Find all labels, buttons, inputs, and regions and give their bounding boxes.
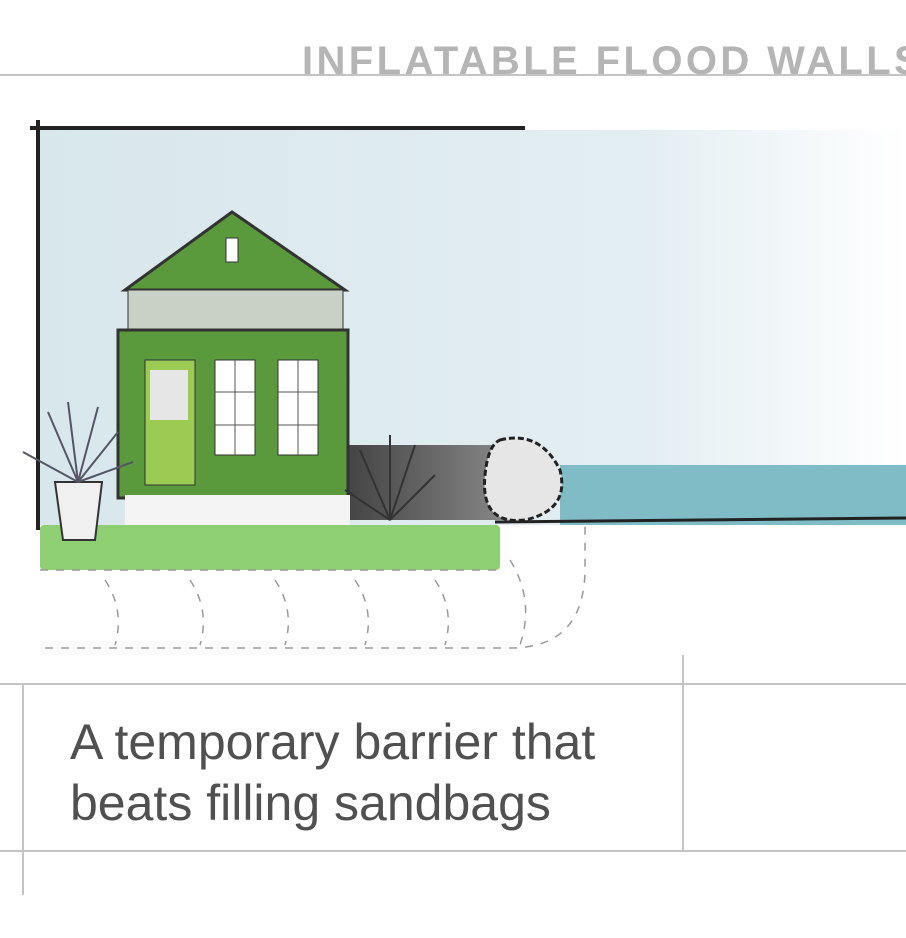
house	[116, 210, 350, 525]
flood-wall-illustration	[22, 120, 906, 649]
caption-line-1: A temporary barrier that	[70, 714, 596, 770]
lawn	[40, 525, 500, 570]
caption-rule-right	[682, 655, 684, 850]
ground-line	[494, 516, 906, 524]
header-rule	[0, 74, 906, 76]
planter	[22, 401, 134, 541]
page-title: INFLATABLE FLOOD WALLS	[302, 39, 906, 83]
sandbag-outline	[40, 520, 586, 649]
frame-lines	[30, 120, 525, 530]
water	[560, 465, 906, 525]
shrub	[344, 435, 436, 521]
caption: A temporary barrier that beats filling s…	[70, 712, 595, 834]
caption-rule-left	[22, 683, 24, 895]
caption-rule-bottom	[0, 850, 906, 852]
caption-rule-top	[0, 683, 906, 685]
caption-line-2: beats filling sandbags	[70, 775, 551, 831]
inflatable-tube	[483, 436, 564, 522]
